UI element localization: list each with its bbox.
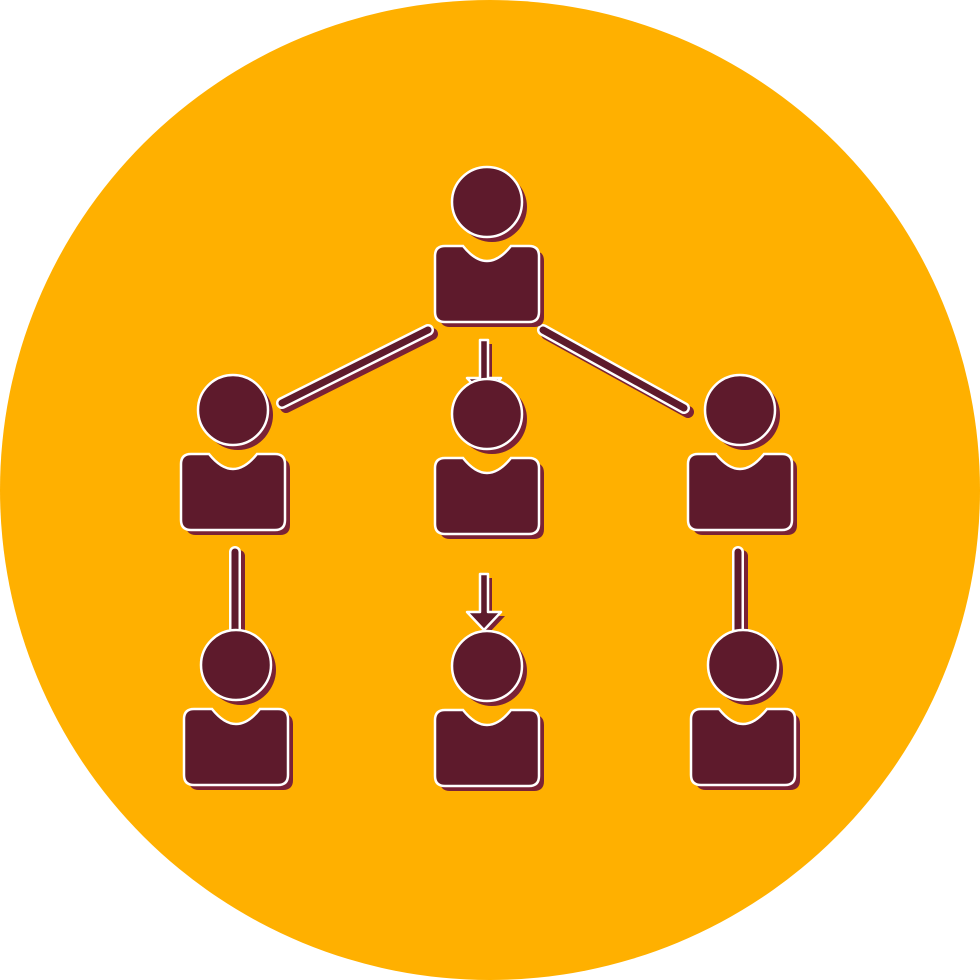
person-torso [433,244,541,324]
arrow-down-icon [465,572,503,632]
arrow-center-center-bottom [465,572,505,634]
person-head [199,628,273,702]
connector-root-right [537,324,694,418]
person-head [706,628,780,702]
root-person-icon [433,165,544,327]
connector-root-left [276,324,438,413]
person-torso [179,452,287,532]
person-head [196,373,270,447]
people [179,165,800,791]
person-torso [433,456,541,536]
left-bottom-person-icon [182,628,293,790]
left-person-icon [179,373,290,535]
connector-core [278,326,432,407]
person-head [703,373,777,447]
person-head [450,629,524,703]
center-person-icon [433,377,544,539]
person-torso [689,707,797,787]
person-torso [686,452,794,532]
person-head [450,377,524,451]
person-torso [433,708,541,788]
right-bottom-person-icon [689,628,800,790]
right-person-icon [686,373,797,535]
connector-core [539,326,688,412]
person-torso [182,707,290,787]
person-head [450,165,524,239]
center-bottom-person-icon [433,629,544,791]
